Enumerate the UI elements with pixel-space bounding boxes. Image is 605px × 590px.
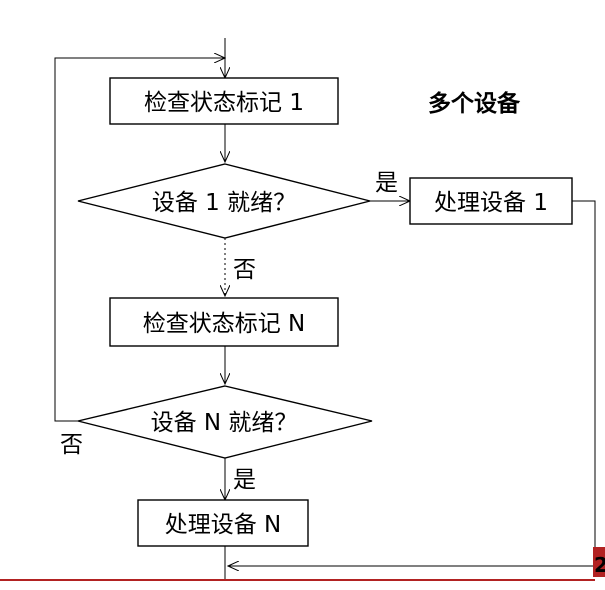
process-handle-device-n-label: 处理设备 N xyxy=(165,512,282,538)
page-number-badge xyxy=(593,547,605,577)
decision-device-1-ready-label: 设备 1 就绪？ xyxy=(152,190,296,216)
edge-label-readyN-no: 否 xyxy=(60,432,83,458)
process-check-status-1-label: 检查状态标记 1 xyxy=(144,90,304,116)
edge-label-ready1-yes: 是 xyxy=(375,170,398,196)
edge-label-readyN-yes: 是 xyxy=(233,467,256,493)
page-number: 2 xyxy=(594,553,605,577)
edge-readyN-no-loop xyxy=(54,58,225,422)
process-handle-device-1 xyxy=(409,177,573,225)
process-check-status-n xyxy=(109,297,339,347)
decision-device-1-ready xyxy=(77,163,371,239)
decision-device-n-ready-label: 设备 N 就绪？ xyxy=(151,410,298,436)
process-handle-device-n xyxy=(137,499,309,547)
process-handle-device-1-label: 处理设备 1 xyxy=(434,190,548,216)
process-check-status-n-label: 检查状态标记 N xyxy=(143,311,306,337)
diagram-title: 多个设备 xyxy=(428,90,521,117)
edge-label-ready1-no: 否 xyxy=(233,257,256,283)
decision-device-n-ready xyxy=(77,385,373,459)
edge-handle1-return xyxy=(228,200,596,566)
process-check-status-1 xyxy=(109,77,339,125)
